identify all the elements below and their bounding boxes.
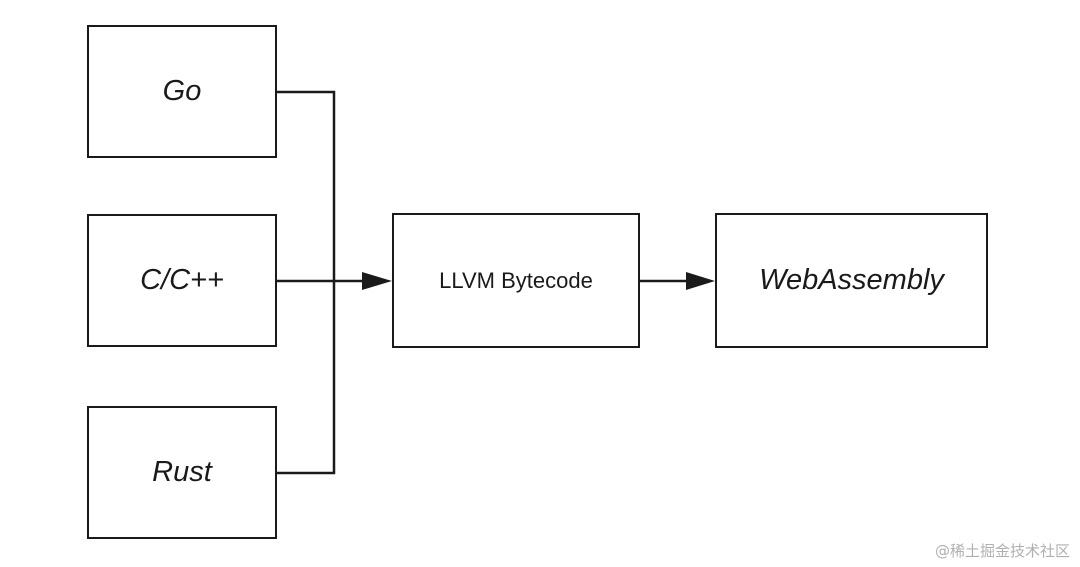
node-webassembly-label: WebAssembly: [759, 264, 944, 296]
arrowhead-into-llvm: [362, 272, 392, 290]
watermark: @稀土掘金技术社区: [934, 542, 1070, 560]
node-go-label: Go: [162, 75, 202, 107]
node-go: Go: [87, 25, 277, 158]
node-rust-label: Rust: [152, 456, 212, 488]
node-webassembly: WebAssembly: [715, 213, 988, 348]
edge-go-to-bus: [277, 90, 336, 281]
node-c-cpp-label: C/C++: [140, 264, 224, 296]
node-llvm-bytecode-label: LLVM Bytecode: [439, 267, 593, 293]
edge-rust-to-bus: [277, 281, 336, 475]
node-llvm-bytecode: LLVM Bytecode: [392, 213, 640, 348]
node-rust: Rust: [87, 406, 277, 539]
node-c-cpp: C/C++: [87, 214, 277, 347]
arrowhead-into-wasm: [686, 272, 715, 290]
